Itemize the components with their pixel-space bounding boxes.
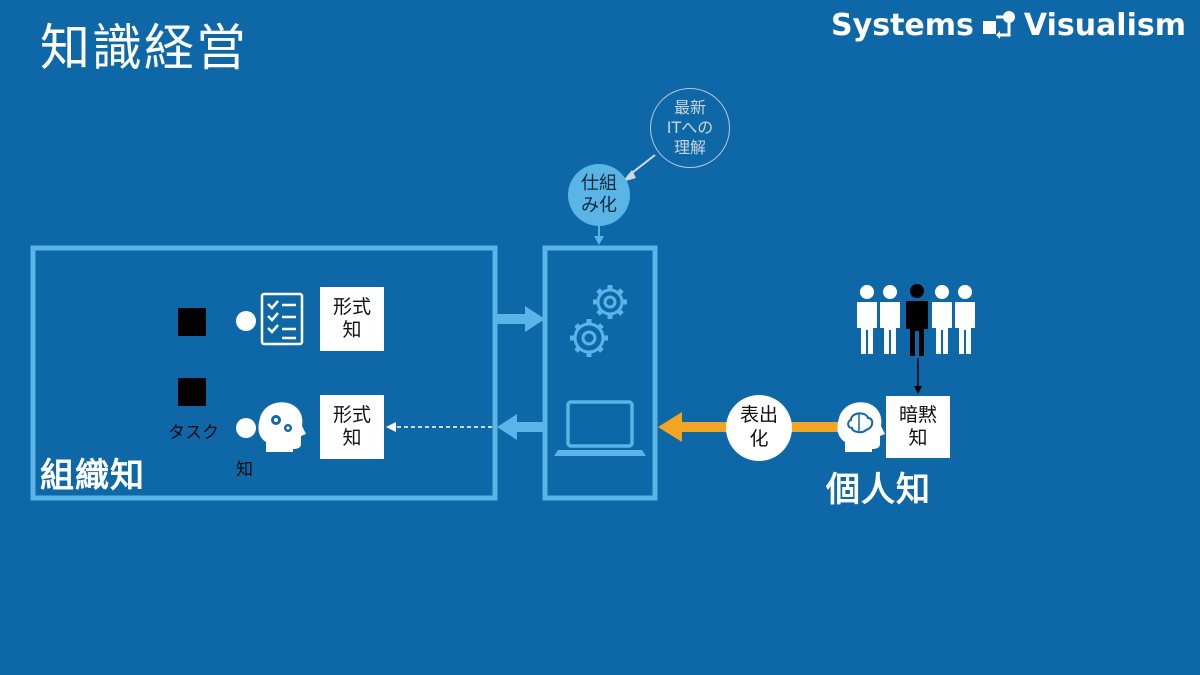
- gears-icon: [570, 285, 627, 357]
- org-knowledge-label: 組織知: [40, 456, 145, 496]
- head-brain-icon: [837, 402, 885, 452]
- brand-mark-icon: [982, 10, 1015, 39]
- task-square-1: [178, 308, 206, 336]
- formal-knowledge-box-2: 形式 知: [320, 395, 384, 459]
- system-frame: [542, 245, 658, 501]
- org-to-system-arrow: [495, 306, 545, 332]
- highlighted-person-icon: [906, 284, 928, 356]
- org-knowledge-frame: [30, 245, 498, 501]
- page-title: 知識経営: [40, 19, 248, 77]
- person-to-tacit-arrow: [914, 358, 922, 394]
- laptop-icon: [554, 400, 646, 456]
- formal-knowledge-box-1: 形式 知: [320, 287, 384, 351]
- system-to-org-arrow: [497, 414, 547, 440]
- brand-left-text: Systems: [831, 8, 974, 43]
- it-understanding-circle: 最新 ITへの 理解: [650, 88, 730, 168]
- task-square-2: [178, 378, 206, 406]
- dashed-arrow: [386, 422, 492, 432]
- task-label: タスク: [168, 423, 219, 443]
- brand-right-text: Visualism: [1023, 8, 1186, 43]
- expression-circle: 表出 化: [726, 395, 792, 461]
- knowledge-label: 知: [236, 460, 253, 480]
- knowledge-dot-1: [236, 311, 256, 331]
- people-group-icon: [857, 284, 975, 356]
- head-gears-icon: [258, 402, 306, 452]
- tacit-knowledge-box: 暗黙 知: [886, 396, 950, 458]
- brand-logo: Systems Visualism: [831, 8, 1186, 43]
- individual-knowledge-label: 個人知: [826, 470, 931, 510]
- systemize-to-frame-arrow: [594, 224, 604, 245]
- knowledge-dot-2: [236, 418, 256, 438]
- systemize-circle: 仕組 み化: [568, 164, 630, 226]
- it-to-systemize-arrow: [622, 154, 656, 182]
- checklist-icon: [260, 292, 304, 346]
